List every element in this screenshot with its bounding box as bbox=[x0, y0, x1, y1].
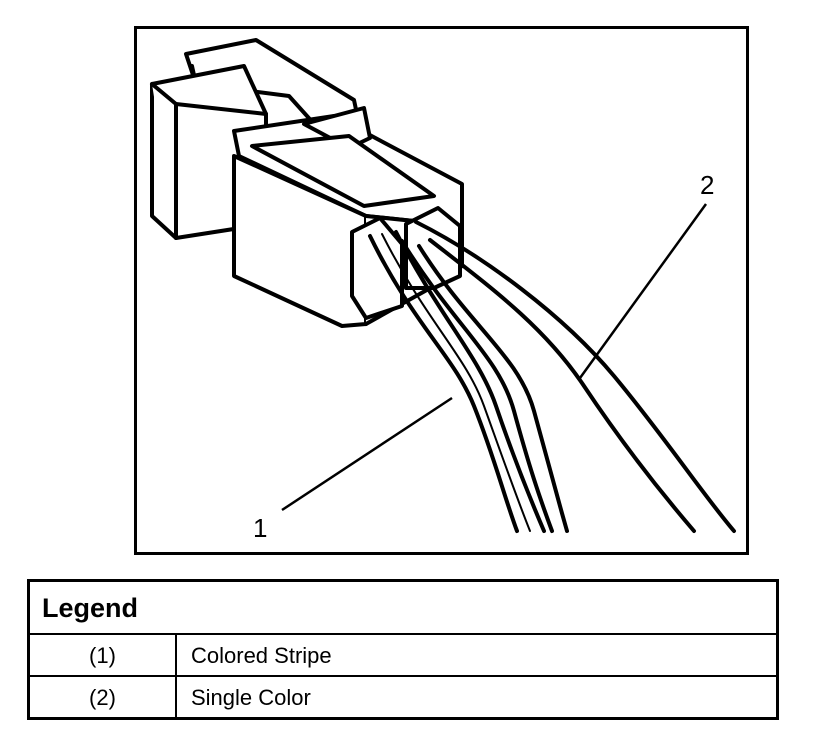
legend-row: (1) Colored Stripe bbox=[30, 635, 776, 677]
callout-1: 1 bbox=[253, 513, 268, 543]
wire-single-color-outer-top bbox=[414, 220, 736, 533]
legend-key: (1) bbox=[30, 635, 177, 675]
wire-colored-stripe-outer-left bbox=[368, 234, 519, 533]
connector-illustration: 1 2 bbox=[134, 26, 749, 555]
terminal-cavity-right bbox=[404, 206, 462, 290]
legend-key: (2) bbox=[30, 677, 177, 719]
terminal-cavity-left bbox=[350, 216, 404, 320]
legend-table: Legend (1) Colored Stripe (2) Single Col… bbox=[27, 579, 779, 720]
wire-single-color-outer-bottom bbox=[428, 238, 696, 533]
connector-drawing bbox=[150, 38, 736, 533]
legend-row: (2) Single Color bbox=[30, 677, 776, 719]
leader-line-2 bbox=[578, 203, 708, 379]
legend-value: Single Color bbox=[191, 685, 311, 710]
legend-title: Legend bbox=[30, 582, 776, 635]
leader-line-1 bbox=[281, 396, 453, 512]
callout-2: 2 bbox=[700, 170, 715, 200]
wire-stripe-line bbox=[381, 233, 531, 532]
legend-value: Colored Stripe bbox=[191, 643, 332, 668]
wire-colored-stripe-outer-right bbox=[394, 230, 546, 533]
connector-body-front bbox=[232, 154, 368, 328]
